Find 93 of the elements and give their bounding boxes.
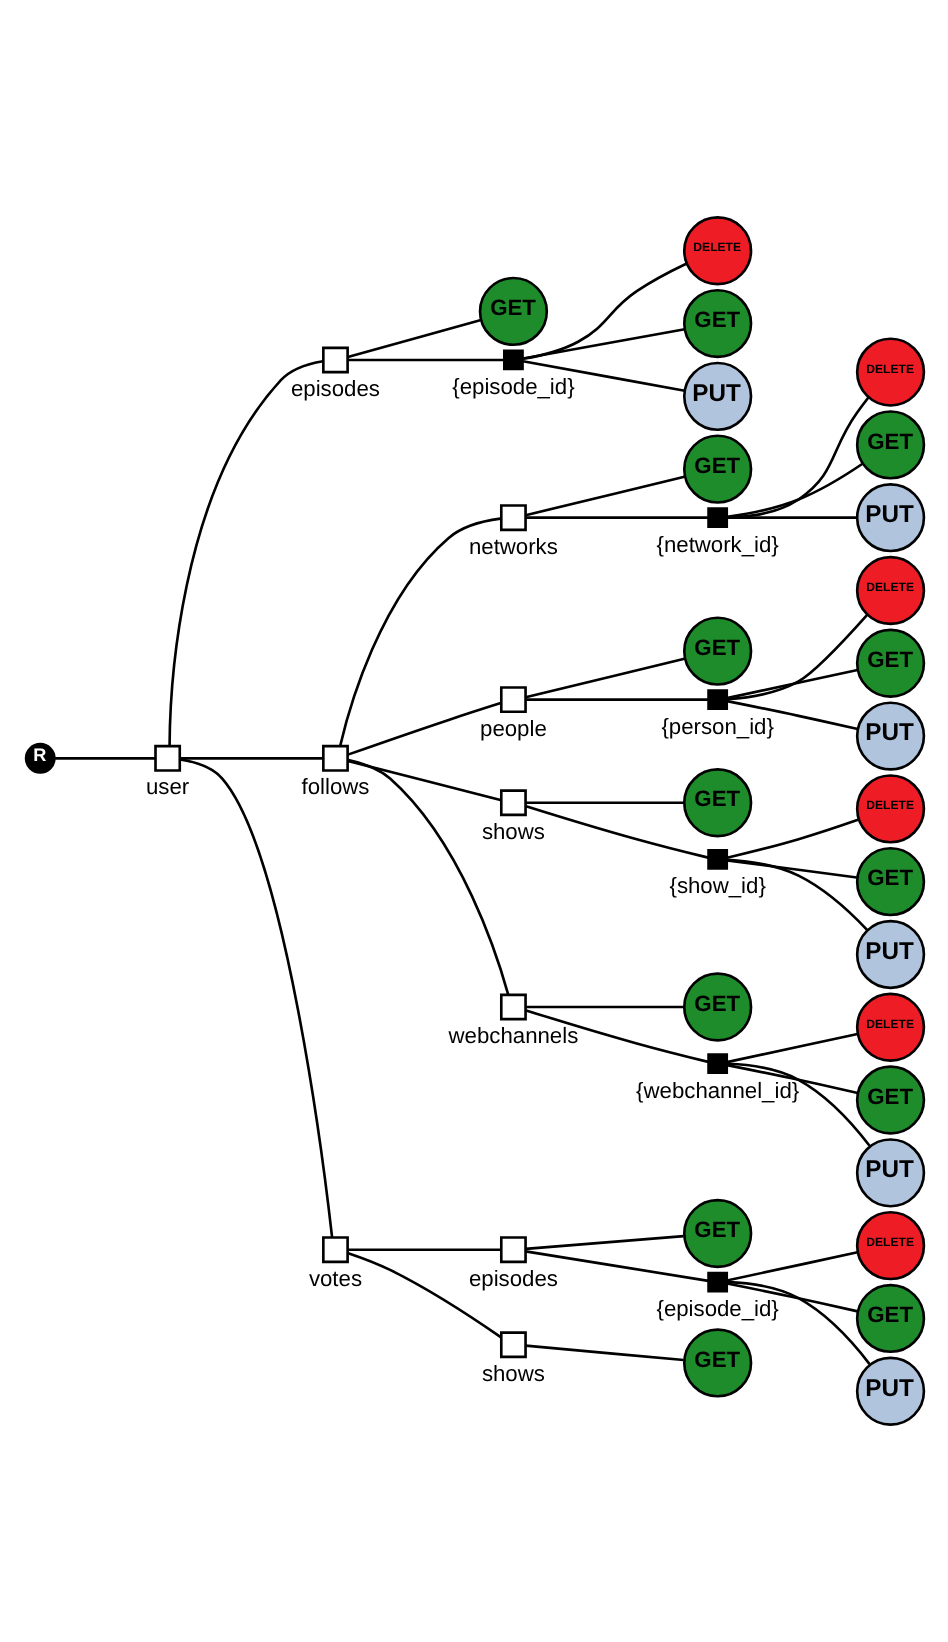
node-label: {show_id} — [668, 875, 765, 900]
node-box — [321, 744, 348, 772]
node-label: {person_id} — [660, 715, 773, 740]
connector — [524, 1009, 708, 1064]
node-circle: GET — [477, 276, 548, 347]
node-circle: GET — [854, 847, 925, 917]
node-label: networks — [467, 535, 557, 560]
connector — [726, 1280, 870, 1365]
connector — [725, 1032, 857, 1064]
connector — [725, 699, 857, 731]
node-circle: GET — [854, 1065, 925, 1135]
connector — [524, 1005, 683, 1009]
node-circle: PUT — [681, 361, 752, 432]
connector — [346, 1251, 501, 1339]
node-circle: PUT — [854, 919, 925, 990]
node-circle: GET — [681, 288, 752, 359]
connector — [725, 1282, 858, 1313]
connector — [179, 757, 323, 760]
connector — [53, 757, 155, 760]
connector — [725, 668, 857, 700]
node-box — [498, 1331, 526, 1359]
connector — [346, 358, 503, 362]
node-box — [498, 993, 526, 1021]
connector — [726, 1062, 870, 1147]
connector — [521, 360, 684, 393]
connector — [178, 758, 333, 1238]
node-label: {webchannel_id} — [635, 1079, 799, 1104]
node-circle: GET — [854, 1283, 925, 1354]
node-box — [498, 1236, 526, 1264]
connector — [524, 801, 683, 805]
node-box — [153, 744, 181, 772]
node-circle: PUT — [854, 701, 925, 771]
connector — [726, 462, 862, 519]
connector — [726, 858, 868, 931]
node-box — [706, 507, 728, 529]
node-box — [706, 849, 728, 870]
connector — [725, 1063, 858, 1095]
connector — [524, 1234, 683, 1251]
connector — [347, 758, 509, 996]
connector — [346, 759, 500, 802]
connector — [524, 657, 684, 699]
node-circle: GET — [681, 1198, 752, 1269]
node-box — [498, 686, 526, 714]
node-circle: GET — [854, 628, 925, 698]
node-label: votes — [307, 1267, 362, 1292]
connector — [524, 475, 684, 517]
node-box — [498, 504, 526, 532]
node-circle: GET — [854, 410, 925, 480]
node-label: people — [479, 717, 546, 742]
node-box — [706, 1271, 728, 1293]
node-box — [498, 789, 526, 817]
connector — [346, 1248, 500, 1251]
connector — [521, 262, 686, 361]
node-box — [321, 346, 348, 374]
node-circle: GET — [681, 434, 752, 504]
node-label: follows — [300, 776, 369, 801]
node-label: {network_id} — [655, 533, 778, 558]
node-label: shows — [480, 820, 544, 845]
connector — [524, 516, 708, 519]
connector — [524, 698, 708, 701]
node-label: user — [145, 776, 189, 801]
node-circle: R — [23, 742, 55, 774]
connector — [167, 359, 323, 746]
node-circle: PUT — [854, 1356, 925, 1426]
node-label: shows — [480, 1362, 544, 1387]
connector — [524, 1250, 708, 1283]
node-label: {episode_id} — [451, 375, 574, 400]
node-box — [706, 1053, 728, 1075]
connector — [725, 1251, 857, 1282]
node-circle: GET — [681, 616, 752, 686]
connector — [524, 1344, 683, 1362]
connector — [524, 804, 708, 859]
connector — [725, 516, 856, 519]
node-circle: GET — [681, 768, 752, 838]
connector — [521, 327, 684, 360]
node-label: episodes — [467, 1267, 557, 1292]
node-label: {episode_id} — [655, 1298, 778, 1323]
node-circle: GET — [681, 1328, 752, 1398]
connector — [346, 701, 501, 756]
node-label: episodes — [289, 377, 379, 402]
node-box — [706, 689, 728, 711]
node-box — [321, 1236, 348, 1264]
connector — [726, 613, 868, 701]
connector — [337, 517, 500, 747]
node-circle: PUT — [854, 483, 925, 553]
node-box — [502, 349, 523, 371]
node-circle: PUT — [854, 1138, 925, 1208]
connector — [346, 318, 481, 359]
node-label: webchannels — [447, 1025, 578, 1050]
connector — [725, 396, 869, 520]
connector — [725, 859, 857, 879]
node-circle: GET — [681, 972, 752, 1042]
connector — [725, 818, 859, 859]
